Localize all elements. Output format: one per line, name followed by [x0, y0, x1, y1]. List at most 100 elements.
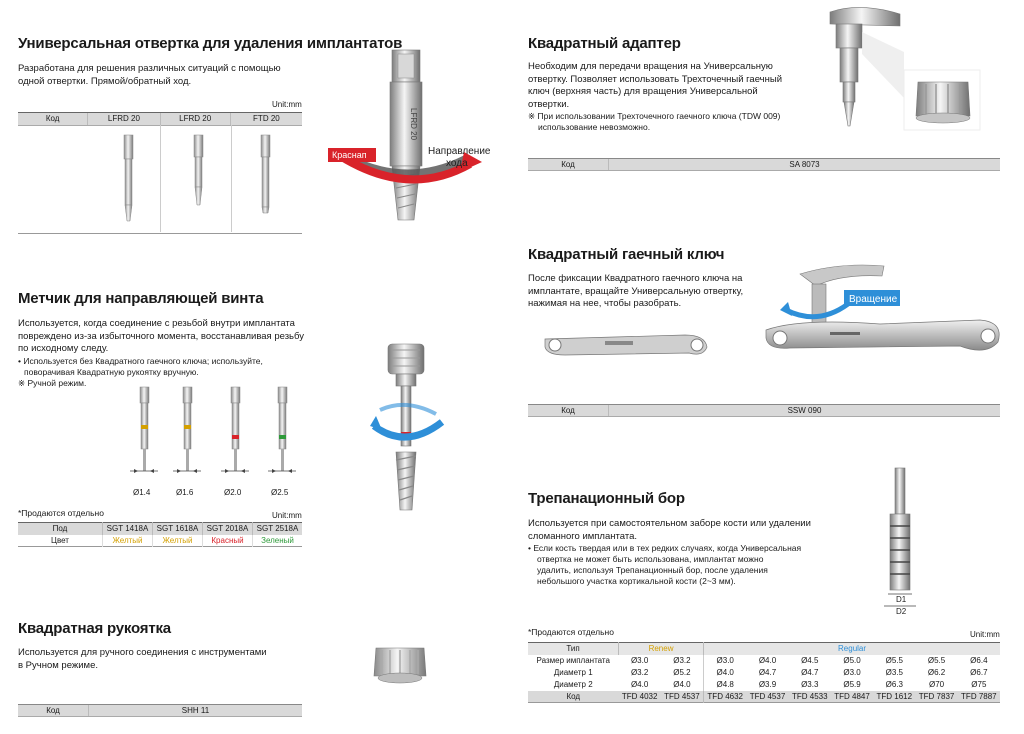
desc-line: ключ (верхняя часть) для вращения Универ…: [528, 86, 758, 97]
square-handle-description: Используется для ручного соединения с ин…: [18, 647, 318, 672]
table-cell: Ø4.0: [673, 680, 691, 689]
desc-line: Используется, когда соединение с резьбой…: [18, 318, 295, 329]
square-handle-image: [373, 647, 427, 684]
unit-label: Unit:mm: [970, 630, 1000, 639]
table-cell: Ø3.0: [843, 668, 861, 677]
universal-driver-title: Универсальная отвертка для удаления импл…: [18, 35, 403, 52]
direction-label: Направление: [428, 146, 491, 157]
desc-line: сломанного имплантата.: [528, 530, 637, 542]
table-cell: TFD 4632: [703, 690, 747, 703]
diameter-label: Ø2.5: [271, 488, 289, 497]
square-wrench-small-image: [544, 334, 708, 356]
table-cell: Ø6.7: [970, 668, 988, 677]
desc-line: повреждено из-за избыточного момента, во…: [18, 330, 304, 342]
table-cell: Код: [566, 691, 581, 701]
square-handle-code-row: Код SHH 11: [18, 704, 302, 717]
square-wrench-title: Квадратный гаечный ключ: [528, 246, 725, 263]
table-cell: Ø4.8: [703, 678, 747, 691]
table-cell: Размер имплантата: [536, 656, 610, 665]
tap-title: Метчик для направляющей винта: [18, 290, 264, 307]
color-cell: Желтый: [102, 534, 153, 547]
desc-line: После фиксации Квадратного гаечного ключ…: [528, 273, 743, 284]
table-cell: Ø4.5: [801, 656, 819, 665]
desc-line: Разработана для решения различных ситуац…: [18, 63, 281, 74]
desc-line: отвертки.: [528, 98, 570, 110]
table-cell: Ø75: [971, 680, 987, 689]
table-cell: Ø3.3: [801, 680, 819, 689]
table-row: Размер имплантата Ø3.0 Ø3.2 Ø3.0 Ø4.0 Ø4…: [528, 654, 1000, 667]
diameter-label: Ø2.0: [224, 488, 242, 497]
direction-label-2: хода: [446, 158, 468, 169]
desc-line: нажимая на нее, чтобы разобрать.: [528, 298, 682, 309]
desc-line: имплантате, вращайте Универсальную отвер…: [528, 285, 744, 297]
d2-label: D2: [896, 607, 907, 616]
desc-line: в Ручном режиме.: [18, 659, 98, 671]
table-row: Код TFD 4032 TFD 4537 TFD 4632 TFD 4537 …: [528, 690, 1000, 703]
table-cell: SGT 1418A: [102, 522, 153, 535]
table-cell: SGT 2018A: [202, 522, 253, 535]
table-cell: TFD 4537: [664, 691, 700, 701]
reverse-label: Краснап: [332, 150, 367, 160]
table-cell: SGT 1618A: [152, 522, 203, 535]
table-cell: TFD 4533: [791, 691, 828, 701]
table-cell: SGT 2518A: [252, 522, 302, 535]
table-cell: Regular: [703, 642, 1000, 655]
color-cell: Красный: [202, 534, 253, 547]
table-cell: Тип: [566, 644, 580, 654]
desc-line: отвертку. Позволяет использовать Трехточ…: [528, 73, 783, 85]
tap-description: Используется, когда соединение с резьбой…: [18, 318, 328, 389]
table-cell: Ø5.9: [843, 680, 861, 689]
code-label: Код: [561, 160, 575, 169]
rotation-label: Вращение: [849, 294, 898, 305]
square-wrench-code-row: Код SSW 090: [528, 404, 1000, 417]
table-cell: Ø4.0: [630, 680, 649, 689]
table-cell: TFD 4537: [749, 691, 786, 701]
bullet-line: отвертка не может быть использована, имп…: [537, 554, 764, 564]
desc-line: одной отвертки. Прямой/обратный ход.: [18, 75, 192, 87]
table-row: Тип Renew Regular: [528, 642, 1000, 655]
table-cell: Ø4.7: [801, 668, 819, 677]
square-adapter-code-row: Код SA 8073: [528, 158, 1000, 171]
table-row: Под SGT 1418A SGT 1618A SGT 2018A SGT 25…: [18, 522, 302, 535]
table-cell: Ø6.3: [885, 680, 903, 689]
table-cell: Ø3.9: [758, 680, 777, 689]
table-cell: Ø5.5: [885, 656, 903, 665]
table-cell: Ø5.2: [673, 668, 691, 677]
sold-separately-note: *Продаются отдельно: [528, 627, 614, 637]
table-cell: Ø4.0: [758, 656, 777, 665]
tap-illustration: [370, 343, 445, 511]
sold-separately-note: *Продаются отдельно: [18, 508, 104, 518]
code-label: Код: [45, 114, 60, 123]
code-cell: SA 8073: [608, 159, 1000, 170]
table-cell: Ø5.5: [927, 656, 946, 665]
table-cell: Ø3.0: [703, 654, 747, 667]
diameter-label: Ø1.4: [133, 488, 151, 497]
universal-driver-description: Разработана для решения различных ситуац…: [18, 63, 318, 88]
bullet-line: поворачивая Квадратную рукоятку вручную.: [24, 366, 199, 377]
code-cell: SHH 11: [88, 705, 302, 716]
table-cell: Ø3.5: [885, 668, 903, 677]
table-cell: Ø6.2: [927, 668, 946, 677]
universal-driver-table: Код LFRD 20 LFRD 20 FTD 20: [18, 112, 302, 234]
color-cell: Желтый: [152, 534, 203, 547]
table-cell: TFD 4032: [621, 691, 658, 701]
table-cell: Диаметр 2: [553, 680, 593, 689]
table-row: Диаметр 1 Ø3.2 Ø5.2 Ø4.0 Ø4.7 Ø4.7 Ø3.0 …: [528, 666, 1000, 679]
square-adapter-title: Квадратный адаптер: [528, 35, 681, 52]
diameter-label: Ø1.6: [176, 488, 194, 497]
table-cell: Под: [52, 524, 68, 534]
table-cell: Ø5.0: [843, 656, 861, 665]
table-cell: Ø6.4: [970, 656, 988, 665]
table-cell: TFD 1612: [876, 691, 913, 701]
trephine-title: Трепанационный бор: [528, 490, 685, 507]
code-label: Код: [561, 406, 575, 415]
bullet-line: • Если кость твердая или в тех редких сл…: [528, 543, 802, 553]
universal-driver-illustration: LFRD 20 Краснап Направление хода: [328, 49, 491, 221]
table-cell: Диаметр 1: [553, 668, 593, 677]
square-adapter-description: Необходим для передачи вращения на Униве…: [528, 61, 808, 133]
code-cell: FTD 20: [229, 113, 302, 125]
trephine-table: Тип Renew Regular Размер имплантата Ø3.0…: [528, 642, 1000, 703]
driver-engraving: LFRD 20: [409, 108, 418, 141]
code-cell: LFRD 20: [87, 113, 159, 125]
code-cell: LFRD 20: [159, 113, 230, 125]
